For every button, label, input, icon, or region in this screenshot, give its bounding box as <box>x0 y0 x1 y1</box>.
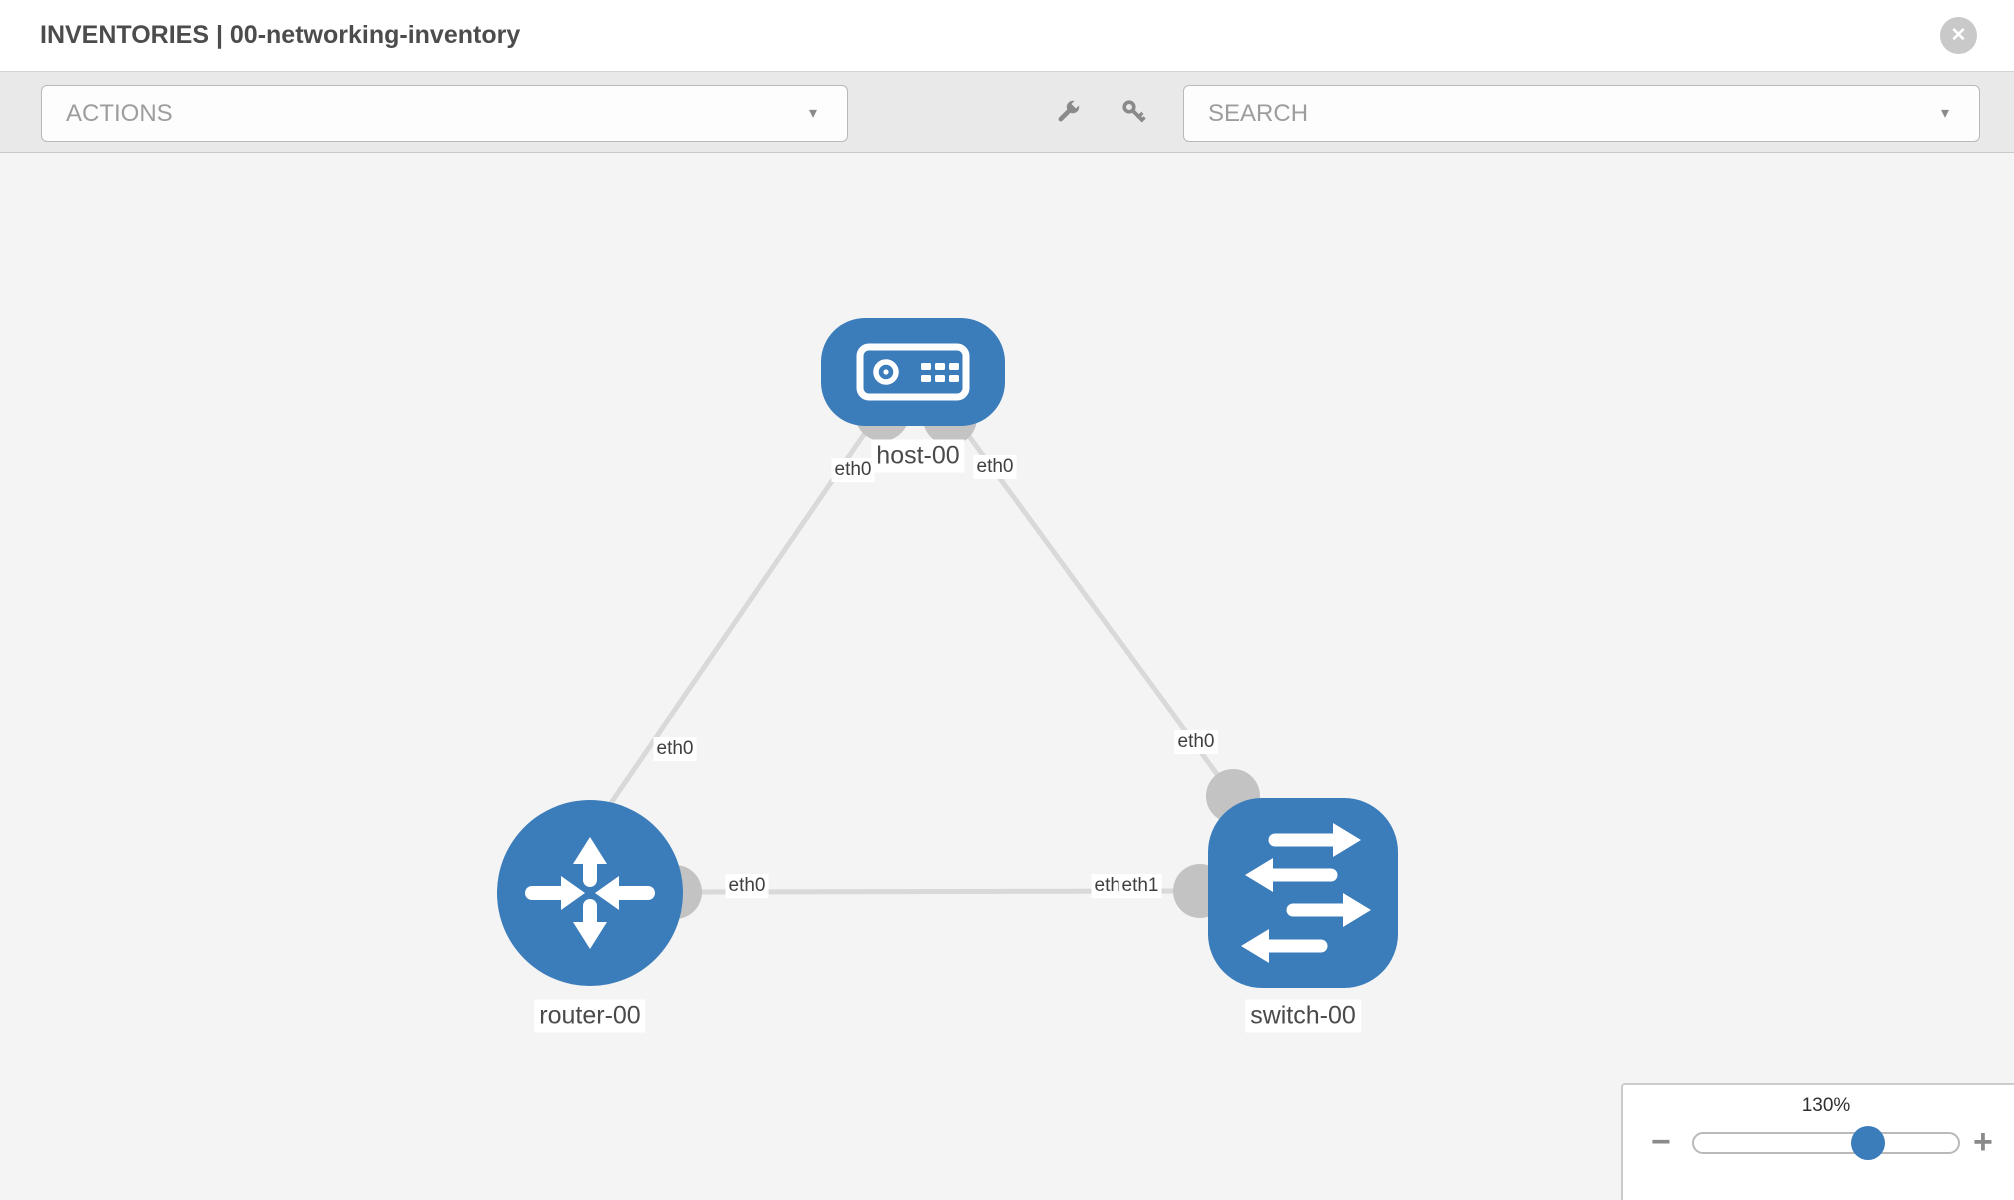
link-line <box>949 411 1236 798</box>
key-icon[interactable] <box>1119 97 1151 129</box>
link-line <box>674 888 1201 895</box>
node-host-00[interactable] <box>821 318 1005 426</box>
page-title: INVENTORIES | 00-networking-inventory <box>40 21 521 49</box>
zoom-level-value: 130% <box>1801 1095 1851 1116</box>
search-dropdown-label: SEARCH <box>1208 100 1309 127</box>
close-icon[interactable]: ✕ <box>1940 17 1977 54</box>
node-router-00[interactable] <box>497 800 683 986</box>
wrench-icon[interactable] <box>1051 97 1083 129</box>
node-switch-00[interactable] <box>1208 798 1398 988</box>
zoom-in-button[interactable]: + <box>1973 1123 1993 1161</box>
zoom-slider-track[interactable] <box>1692 1126 1960 1160</box>
zoom-control-panel: 130% − + <box>1621 1083 2014 1200</box>
link-line <box>597 409 883 821</box>
zoom-out-button[interactable]: − <box>1651 1123 1671 1161</box>
actions-dropdown-label: ACTIONS <box>66 100 173 127</box>
toolbar: ACTIONS ▾ SEARCH ▾ <box>0 72 2014 153</box>
zoom-slider-thumb[interactable] <box>1851 1126 1886 1160</box>
topology-graph <box>497 318 1398 988</box>
chevron-down-icon: ▾ <box>1940 105 1949 122</box>
chevron-down-icon: ▾ <box>808 105 817 122</box>
search-dropdown[interactable]: SEARCH ▾ <box>1183 85 1980 142</box>
window-header: INVENTORIES | 00-networking-inventory ✕ <box>0 0 2014 72</box>
actions-dropdown[interactable]: ACTIONS ▾ <box>41 85 848 142</box>
